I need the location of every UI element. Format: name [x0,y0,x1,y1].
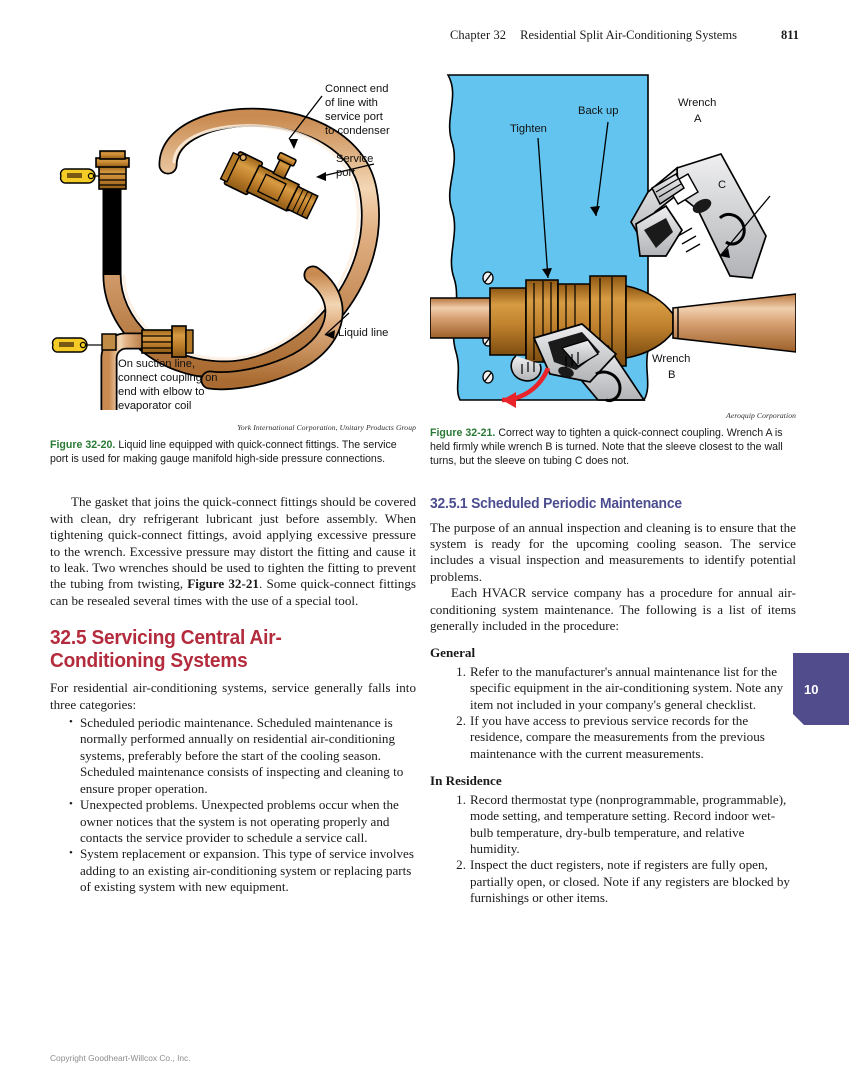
in-residence-list: Record thermostat type (nonprogrammable,… [430,792,796,907]
right-column: Tighten Back up Wrench A Wrench B C Aero… [430,70,796,907]
figure-32-20-caption: Figure 32-20. Liquid line equipped with … [50,438,416,466]
figure-32-21-caption-label: Figure 32-21. [430,427,496,439]
left-paragraph-1: The gasket that joins the quick-connect … [50,494,416,609]
figure-32-20: Connect end of line with service port to… [50,70,416,466]
chapter-tab-number: 10 [804,681,819,697]
svg-text:Service: Service [336,153,373,165]
figure-32-21-leaders [537,121,771,279]
in-residence-heading: In Residence [430,773,502,789]
list-item: Record thermostat type (nonprogrammable,… [452,791,787,856]
list-item: Scheduled periodic maintenance. Schedule… [69,714,416,797]
svg-text:evaporator coil: evaporator coil [118,400,191,412]
svg-text:A: A [694,113,702,125]
list-item: System replacement or expansion. This ty… [69,845,416,895]
svg-text:Connect end: Connect end [325,83,388,95]
list-item: If you have access to previous service r… [452,713,765,761]
list-item: Refer to the manufacturer's annual maint… [452,663,784,712]
section-intro: For residential air-conditioning systems… [50,680,416,712]
figure-32-21-credit: Aeroquip Corporation [726,411,796,420]
art-label-tubing-c: C [718,179,726,191]
elbow-fitting [100,325,194,410]
left-paragraph-1-figref: Figure 32-21 [187,576,259,592]
right-paragraph-2: Each HVACR service company has a procedu… [430,585,796,634]
subsection-heading-32-5-1: 32.5.1 Scheduled Periodic Maintenance [430,495,682,512]
svg-text:On suction line,: On suction line, [118,358,195,370]
figure-32-21: Tighten Back up Wrench A Wrench B C Aero… [430,70,796,469]
leader-lines [288,95,375,336]
art-label-service-port: Service port [336,153,373,179]
left-paragraph-1-a: The gasket that joins the quick-connect … [50,494,416,592]
svg-text:to condenser: to condenser [325,125,390,137]
running-head-title: Residential Split Air-Conditioning Syste… [520,28,737,42]
art-label-liquid-line: Liquid line [338,327,388,339]
figure-32-20-art: Connect end of line with service port to… [51,83,390,412]
svg-text:port: port [336,167,356,179]
id-tag-bottom [51,337,102,353]
general-list: Refer to the manufacturer's annual maint… [430,664,796,762]
svg-text:end with elbow to: end with elbow to [118,386,204,398]
art-label-tighten: Tighten [510,123,547,135]
figure-32-21-caption: Figure 32-21. Correct way to tighten a q… [430,426,796,469]
art-label-connect-end: Connect end of line with service port to… [325,83,390,137]
svg-text:Wrench: Wrench [678,97,716,109]
figure-32-21-art: Tighten Back up Wrench A Wrench B C [430,74,796,408]
figure-32-20-caption-text: Liquid line equipped with quick-connect … [50,439,397,466]
svg-text:Wrench: Wrench [652,353,690,365]
running-head-chapter: Chapter 32 [449,28,507,42]
id-tag-top [59,168,99,184]
figure-32-20-caption-label: Figure 32-20. [50,439,116,451]
quick-connect-fitting-service-port [219,151,319,220]
wrench-b [510,323,646,402]
figure-32-21-caption-text: Correct way to tighten a quick-connect c… [430,427,783,468]
right-paragraph-1: The purpose of an annual inspection and … [430,519,796,584]
figure-32-20-credit: York International Corporation, Unitary … [237,423,416,432]
svg-text:of line with: of line with [325,97,378,109]
art-label-suction: On suction line, connect coupling on end… [118,358,218,412]
running-head: Chapter 32 Residential Split Air-Conditi… [50,28,799,46]
page-number: 811 [780,28,799,42]
svg-text:service port: service port [325,111,384,123]
section-heading-32-5: 32.5 Servicing Central Air-Conditioning … [50,626,282,673]
art-label-back-up: Back up [578,105,618,117]
figure-32-21-arrowheads [542,206,730,278]
list-item: Inspect the duct registers, note if regi… [452,857,790,906]
list-item: Unexpected problems. Unexpected problems… [69,796,416,846]
chapter-thumb-tab: 10 [793,653,849,725]
left-paragraph-1-b: . Some quick-connect fittings can be res… [50,576,416,608]
rotation-arrow [501,367,551,408]
art-label-wrench-b: Wrench B [652,353,690,381]
leader-arrowheads [289,139,335,339]
svg-text:connect coupling on: connect coupling on [118,372,218,384]
tubing-c [672,293,796,353]
service-categories-list: Scheduled periodic maintenance. Schedule… [50,714,416,895]
svg-text:B: B [668,369,675,381]
footer-copyright: Copyright Goodheart-Willcox Co., Inc. [50,1053,191,1063]
quick-connect-fitting-left [95,150,130,190]
left-column: Connect end of line with service port to… [50,70,416,896]
wrench-a [630,152,767,279]
art-label-wrench-a: Wrench A [678,97,716,125]
general-heading: General [430,645,476,661]
